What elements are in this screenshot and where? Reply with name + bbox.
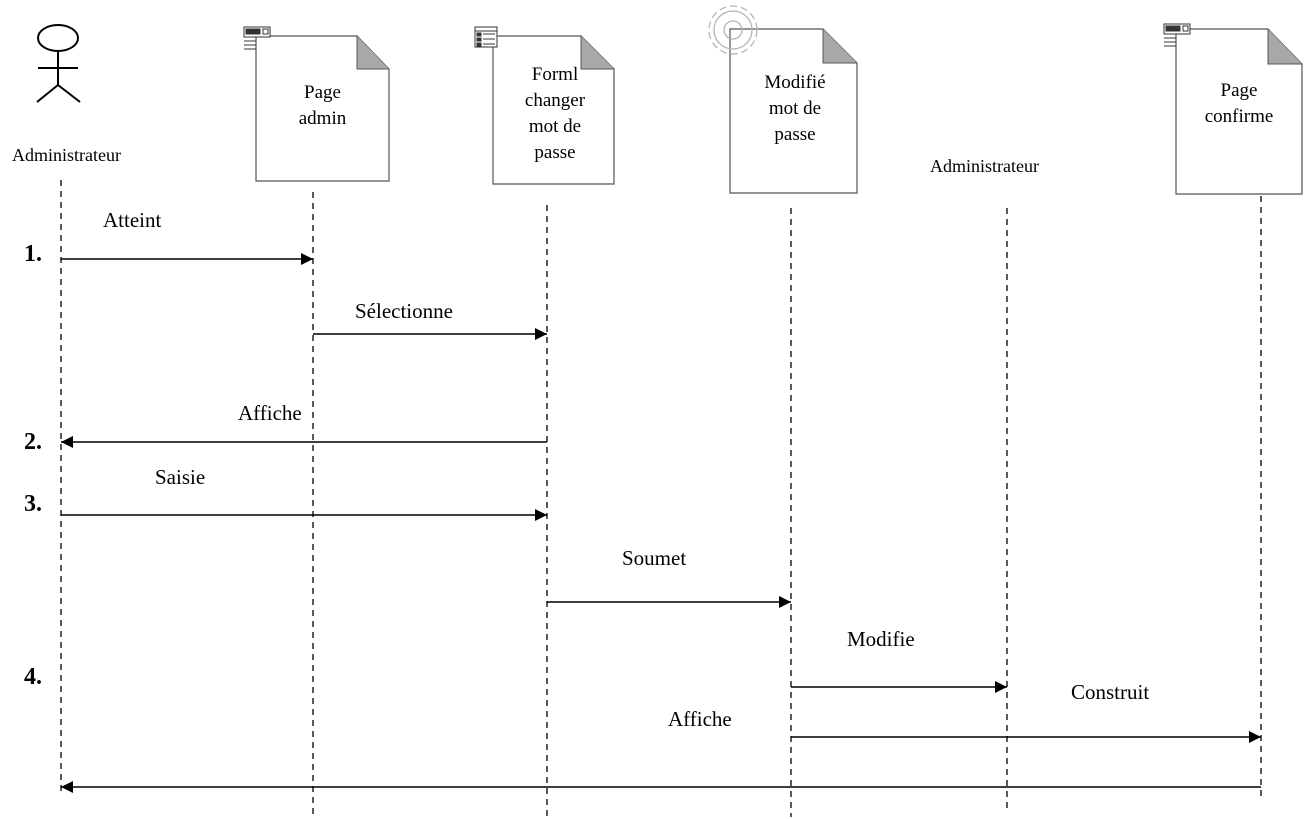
step-number: 3. xyxy=(24,491,42,517)
step-number: 4. xyxy=(24,664,42,690)
modify-password-label: Modifié mot de passe xyxy=(764,72,826,145)
web-form-icon xyxy=(474,26,498,48)
page-confirm-document xyxy=(1175,28,1303,195)
modify-password-document xyxy=(729,28,858,194)
page-confirm-label: Page confirme xyxy=(1204,80,1274,127)
form-change-password-document xyxy=(492,35,615,185)
message-label: Atteint xyxy=(103,208,162,232)
page-admin-document xyxy=(255,35,390,182)
form-label: Forml changer mot de passe xyxy=(524,64,586,163)
message-label: Sélectionne xyxy=(355,299,453,323)
actor-icon xyxy=(36,24,81,103)
step-number: 1. xyxy=(24,241,42,267)
admin-entity-label: Administrateur xyxy=(930,156,1039,176)
web-page-icon xyxy=(1163,23,1191,47)
page-admin-label: Page admin xyxy=(298,82,347,129)
message-label: Saisie xyxy=(155,465,206,489)
message-label: Affiche xyxy=(238,401,302,425)
message-label: Affiche xyxy=(668,707,732,731)
message-label: Soumet xyxy=(622,546,687,570)
web-page-icon xyxy=(243,26,271,50)
step-number: 2. xyxy=(24,429,42,455)
gear-icon xyxy=(708,5,758,55)
message-label: Construit xyxy=(1071,680,1150,704)
message-label: Modifie xyxy=(847,627,915,651)
actor-label: Administrateur xyxy=(12,145,121,165)
